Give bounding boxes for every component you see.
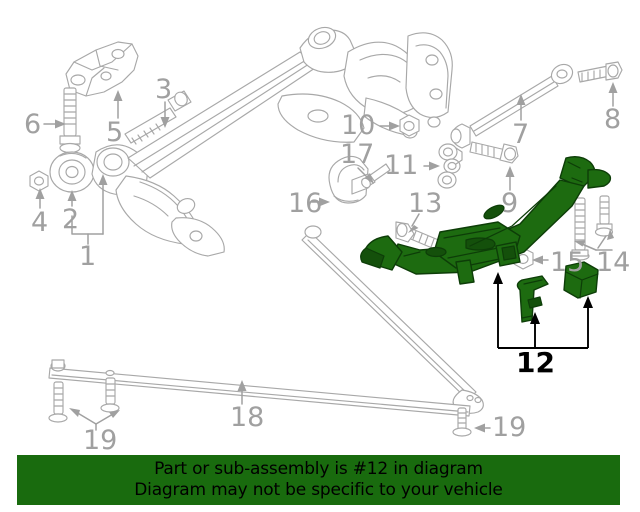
callout-4: 4 (31, 207, 49, 238)
part-18-lower-bar (48, 359, 471, 417)
part-12-mount-block (563, 261, 599, 299)
callout-18: 18 (230, 402, 265, 433)
callout-10: 10 (341, 110, 376, 141)
callout-3: 3 (155, 74, 173, 105)
leader-14-group (574, 229, 614, 251)
callout-14: 14 (596, 247, 631, 278)
leader-17 (357, 167, 374, 184)
part-14-bolts (570, 195, 614, 261)
callout-7: 7 (512, 119, 530, 150)
leader-6 (43, 119, 66, 129)
callout-8: 8 (604, 104, 622, 135)
callout-19-left: 19 (83, 425, 118, 456)
leader-18 (237, 380, 247, 405)
callout-6: 6 (24, 109, 42, 140)
callout-12: 12 (516, 346, 555, 379)
part-5-bracket (65, 41, 139, 97)
leader-15 (532, 255, 549, 265)
part-10-nut (399, 114, 420, 137)
top-center-knuckle (277, 26, 453, 143)
callout-19-right: 19 (492, 412, 527, 443)
leader-12-group (493, 272, 593, 349)
part-3-bolt (124, 90, 192, 145)
part-11-link-bushing (437, 143, 463, 189)
leader-3 (160, 101, 170, 128)
part-4-nut (29, 170, 49, 192)
leader-9 (505, 166, 515, 191)
callout-17: 17 (340, 139, 375, 170)
part-19-screw-right (452, 407, 472, 437)
leader-5 (113, 90, 123, 119)
diagram-canvas: .ln{fill:none;stroke:#a8a8a8;stroke-widt… (29, 26, 623, 437)
part-12-bracket-detail (516, 275, 549, 323)
callout-1: 1 (79, 241, 97, 272)
part-6-bolt (59, 87, 81, 154)
leader-11 (423, 161, 440, 171)
part-9-bolt (469, 141, 519, 164)
leader-13 (408, 213, 420, 233)
callout-9: 9 (501, 188, 519, 219)
leader-1-group (71, 174, 108, 245)
banner-line-1: Part or sub-assembly is #12 in diagram (154, 459, 483, 479)
callout-16: 16 (288, 188, 323, 219)
part-19-screws-left (48, 377, 120, 423)
part-12-axle-beam-highlight (360, 155, 612, 285)
part-8-bolt (577, 61, 623, 83)
leader-16 (311, 197, 330, 207)
callout-11: 11 (384, 150, 419, 181)
leader-8 (608, 82, 618, 107)
callout-2: 2 (62, 204, 80, 235)
leader-19-right (474, 423, 491, 433)
part-7-link-rod (450, 63, 574, 149)
leader-7 (516, 94, 526, 121)
callout-5: 5 (106, 117, 124, 148)
disclaimer-banner: Part or sub-assembly is #12 in diagram D… (17, 455, 620, 505)
leader-2 (67, 190, 77, 207)
part-2-bushing (49, 151, 95, 193)
callout-15: 15 (550, 247, 585, 278)
leader-4 (35, 188, 45, 209)
leader-10 (379, 121, 400, 131)
banner-line-2: Diagram may not be specific to your vehi… (134, 480, 503, 500)
left-knuckle-assembly (91, 144, 225, 257)
callout-13: 13 (408, 188, 443, 219)
leader-19-left (69, 408, 120, 431)
